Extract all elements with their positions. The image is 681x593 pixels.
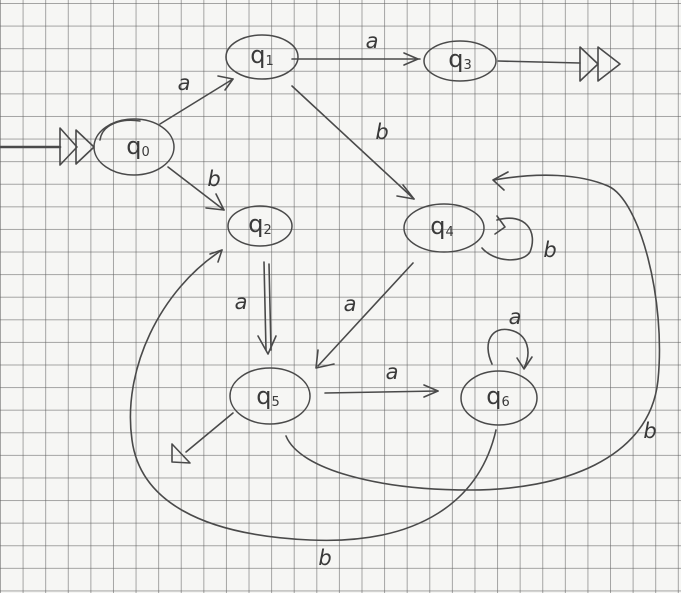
state-q4-name: q: [430, 212, 445, 240]
state-q0-sub: 0: [141, 145, 149, 160]
svg-text:q3: q3: [448, 45, 472, 73]
edge-q6-loop: [487, 328, 533, 370]
edge-q4-loop: [481, 215, 534, 261]
state-q1-sub: 1: [265, 54, 273, 69]
state-q3-sub: 3: [463, 58, 471, 73]
state-q4-sub: 4: [445, 225, 453, 240]
state-q3: q3: [423, 40, 497, 82]
label-q4-q5: a: [344, 292, 357, 316]
edge-q0-q2: [167, 166, 225, 211]
label-q2-q5: a: [235, 290, 248, 314]
final-marker-q3: [579, 46, 621, 82]
state-q6-name: q: [486, 382, 501, 410]
state-q3-name: q: [448, 45, 463, 73]
svg-text:q2: q2: [248, 210, 272, 238]
edge-q1-q3: [291, 52, 421, 66]
state-q5-name: q: [256, 382, 271, 410]
edge-q0-q1: [159, 75, 234, 125]
start-arrow: [0, 127, 95, 166]
label-q1-q3: a: [366, 29, 379, 53]
state-q2: q2: [227, 205, 293, 247]
label-q5-q6: a: [386, 360, 399, 384]
state-q0: q0: [93, 118, 175, 176]
svg-text:q5: q5: [256, 382, 280, 410]
edge-q5-q6: [324, 384, 439, 398]
label-q1-q4: b: [375, 120, 388, 144]
state-q6: q6: [460, 370, 538, 426]
label-q6-loop: a: [509, 305, 522, 329]
state-q5: q5: [229, 367, 311, 425]
state-q0-name: q: [126, 132, 141, 160]
svg-text:q0: q0: [126, 132, 150, 160]
edge-q2-q5: [257, 261, 277, 355]
label-q5-q4: b: [643, 419, 656, 443]
edge-q6-q2: [129, 249, 497, 542]
label-q4-loop: b: [543, 238, 556, 262]
state-q6-sub: 6: [501, 395, 509, 410]
edges: [0, 52, 661, 542]
edge-q4-q5: [315, 262, 414, 369]
edge-q3-final: [497, 60, 581, 64]
state-q5-sub: 5: [271, 395, 279, 410]
state-q1: q1: [225, 34, 299, 80]
svg-text:q1: q1: [250, 41, 274, 69]
label-q0-q1: a: [178, 71, 191, 95]
state-q4: q4: [403, 203, 485, 253]
svg-text:q4: q4: [430, 212, 454, 240]
state-q1-name: q: [250, 41, 265, 69]
label-q6-q2: b: [318, 546, 331, 570]
edge-q5-q4: [285, 171, 661, 491]
svg-text:q6: q6: [486, 382, 510, 410]
edge-q1-q4: [291, 85, 415, 200]
edge-q5-final: [171, 412, 234, 464]
state-q2-name: q: [248, 210, 263, 238]
label-q0-q2: b: [207, 167, 220, 191]
state-q2-sub: 2: [263, 223, 271, 238]
